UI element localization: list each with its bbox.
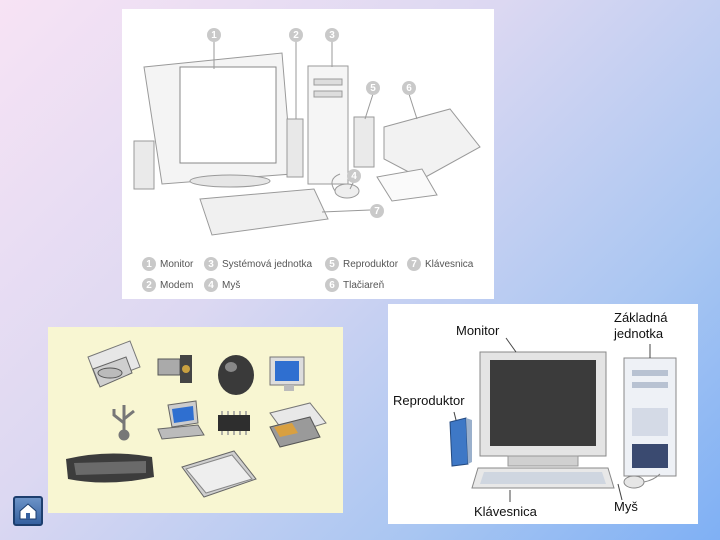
legend-item-modem: 2 Modem — [142, 278, 193, 292]
laptop-icon — [158, 401, 204, 439]
label-mouse: Myš — [614, 499, 638, 514]
callout-1: 1 — [207, 28, 221, 42]
label-speaker: Reproduktor — [393, 393, 465, 408]
legend-item-system-unit: 3 Systémová jednotka — [204, 257, 312, 271]
system-unit-illustration — [624, 358, 676, 476]
speaker-illustration — [450, 418, 472, 466]
scanner-icon — [182, 451, 256, 497]
keyboard-icon — [66, 453, 154, 482]
legend-item-monitor: 1 Monitor — [142, 257, 193, 271]
computer-parts-figure: 1 2 3 5 6 4 7 1 Monitor 2 Modem 3 Systém… — [122, 9, 494, 299]
legend-item-speaker: 5 Reproduktor — [325, 257, 398, 271]
callout-7: 7 — [370, 204, 384, 218]
callout-6: 6 — [402, 81, 416, 95]
callout-3: 3 — [325, 28, 339, 42]
legend-item-printer: 6 Tlačiareň — [325, 278, 384, 292]
webcam-icon — [158, 355, 192, 383]
legend-item-keyboard: 7 Klávesnica — [407, 257, 473, 271]
dvd-drive-icon — [88, 341, 140, 387]
label-monitor: Monitor — [456, 323, 499, 338]
label-keyboard: Klávesnica — [474, 504, 537, 519]
chip-icon — [218, 411, 250, 435]
callout-5: 5 — [366, 81, 380, 95]
printer-icon — [270, 403, 326, 447]
legend-item-mouse: 4 Myš — [204, 278, 240, 292]
monitor-icon — [270, 357, 304, 391]
home-button[interactable] — [13, 496, 43, 526]
callout-2: 2 — [289, 28, 303, 42]
label-system-unit: Základná jednotka — [614, 310, 688, 342]
labeled-computer-figure: Monitor Základná jednotka Reproduktor Kl… — [388, 304, 698, 524]
keyboard-illustration — [472, 468, 614, 488]
peripherals-figure — [48, 327, 343, 513]
callout-4: 4 — [347, 169, 361, 183]
mouse-icon — [218, 355, 254, 395]
home-icon — [15, 498, 41, 524]
monitor-illustration — [480, 352, 606, 466]
computer-line-drawing — [122, 9, 494, 249]
usb-icon — [114, 405, 134, 439]
